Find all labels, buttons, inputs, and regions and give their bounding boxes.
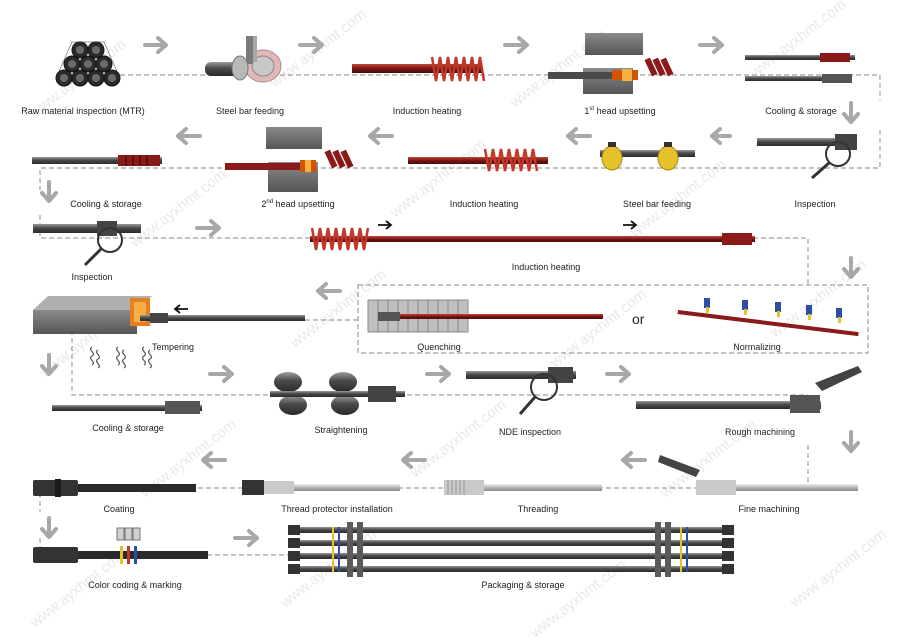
cooling-3-image bbox=[52, 346, 202, 414]
label-normalizing: Normalizing bbox=[733, 342, 781, 352]
bar-feeding-1-image bbox=[205, 36, 282, 83]
cooling-1-image bbox=[745, 53, 855, 83]
pipe-bundle-image bbox=[55, 41, 121, 87]
color-coding-image bbox=[33, 527, 208, 564]
label-threading: Threading bbox=[517, 504, 559, 514]
label-steel-bar-feeding-1: Steel bar feeding bbox=[215, 106, 285, 116]
label-cooling-storage-1: Cooling & storage bbox=[765, 106, 837, 116]
label-cooling-storage-3: Cooling & storage bbox=[92, 423, 164, 433]
nde-inspection-image bbox=[466, 367, 576, 415]
label-fine-machining: Fine machining bbox=[738, 504, 800, 514]
label-inspection-1: Inspection bbox=[794, 199, 836, 209]
label-induction-heating-1: Induction heating bbox=[392, 106, 462, 116]
label-induction-heating-2: Induction heating bbox=[449, 199, 519, 209]
threading-image bbox=[444, 480, 602, 495]
induction-heating-3-image bbox=[310, 220, 755, 251]
label-cooling-storage-2: Cooling & storage bbox=[70, 199, 142, 209]
process-artwork bbox=[32, 33, 881, 577]
upsetting-1-image bbox=[548, 33, 674, 94]
label-packaging-storage: Packaging & storage bbox=[481, 580, 565, 590]
label-coating: Coating bbox=[103, 504, 135, 514]
label-induction-heating-3: Induction heating bbox=[511, 262, 581, 272]
label-nde-inspection: NDE inspection bbox=[498, 427, 562, 437]
cooling-2-image bbox=[32, 155, 162, 166]
label-thread-protector-installation: Thread protector installation bbox=[281, 504, 393, 514]
packaging-image bbox=[288, 522, 734, 577]
label-tempering: Tempering bbox=[151, 342, 195, 352]
upsetting-2-image bbox=[225, 127, 354, 192]
thread-protector-image bbox=[242, 480, 400, 495]
label-straightening: Straightening bbox=[314, 425, 368, 435]
label-second-head-upsetting: 2nd head upsetting bbox=[261, 199, 335, 209]
label-inspection-2: Inspection bbox=[71, 272, 113, 282]
label-steel-bar-feeding-2: Steel bar feeding bbox=[622, 199, 692, 209]
label-quenching: Quenching bbox=[417, 342, 461, 352]
straightening-image bbox=[270, 372, 405, 415]
or-separator: or bbox=[632, 311, 645, 327]
induction-heating-2-image bbox=[408, 148, 548, 172]
rough-machining-image bbox=[636, 366, 862, 413]
inspection-1-image bbox=[757, 134, 857, 180]
tempering-furnace-image bbox=[33, 296, 305, 334]
normalizing-image bbox=[677, 298, 859, 337]
fine-machining-image bbox=[658, 455, 858, 495]
bar-feeding-2-image bbox=[600, 142, 695, 171]
label-raw-material-inspection: Raw material inspection (MTR) bbox=[21, 106, 145, 116]
coating-image bbox=[33, 479, 196, 497]
quenching-image bbox=[367, 299, 603, 333]
induction-heating-1-image bbox=[352, 56, 486, 82]
inspection-2-image bbox=[33, 221, 141, 267]
label-first-head-upsetting: 1st head upsetting bbox=[584, 106, 656, 116]
label-rough-machining: Rough machining bbox=[724, 427, 796, 437]
label-color-coding-marking: Color coding & marking bbox=[88, 580, 182, 590]
flow-arrows bbox=[40, 36, 860, 547]
